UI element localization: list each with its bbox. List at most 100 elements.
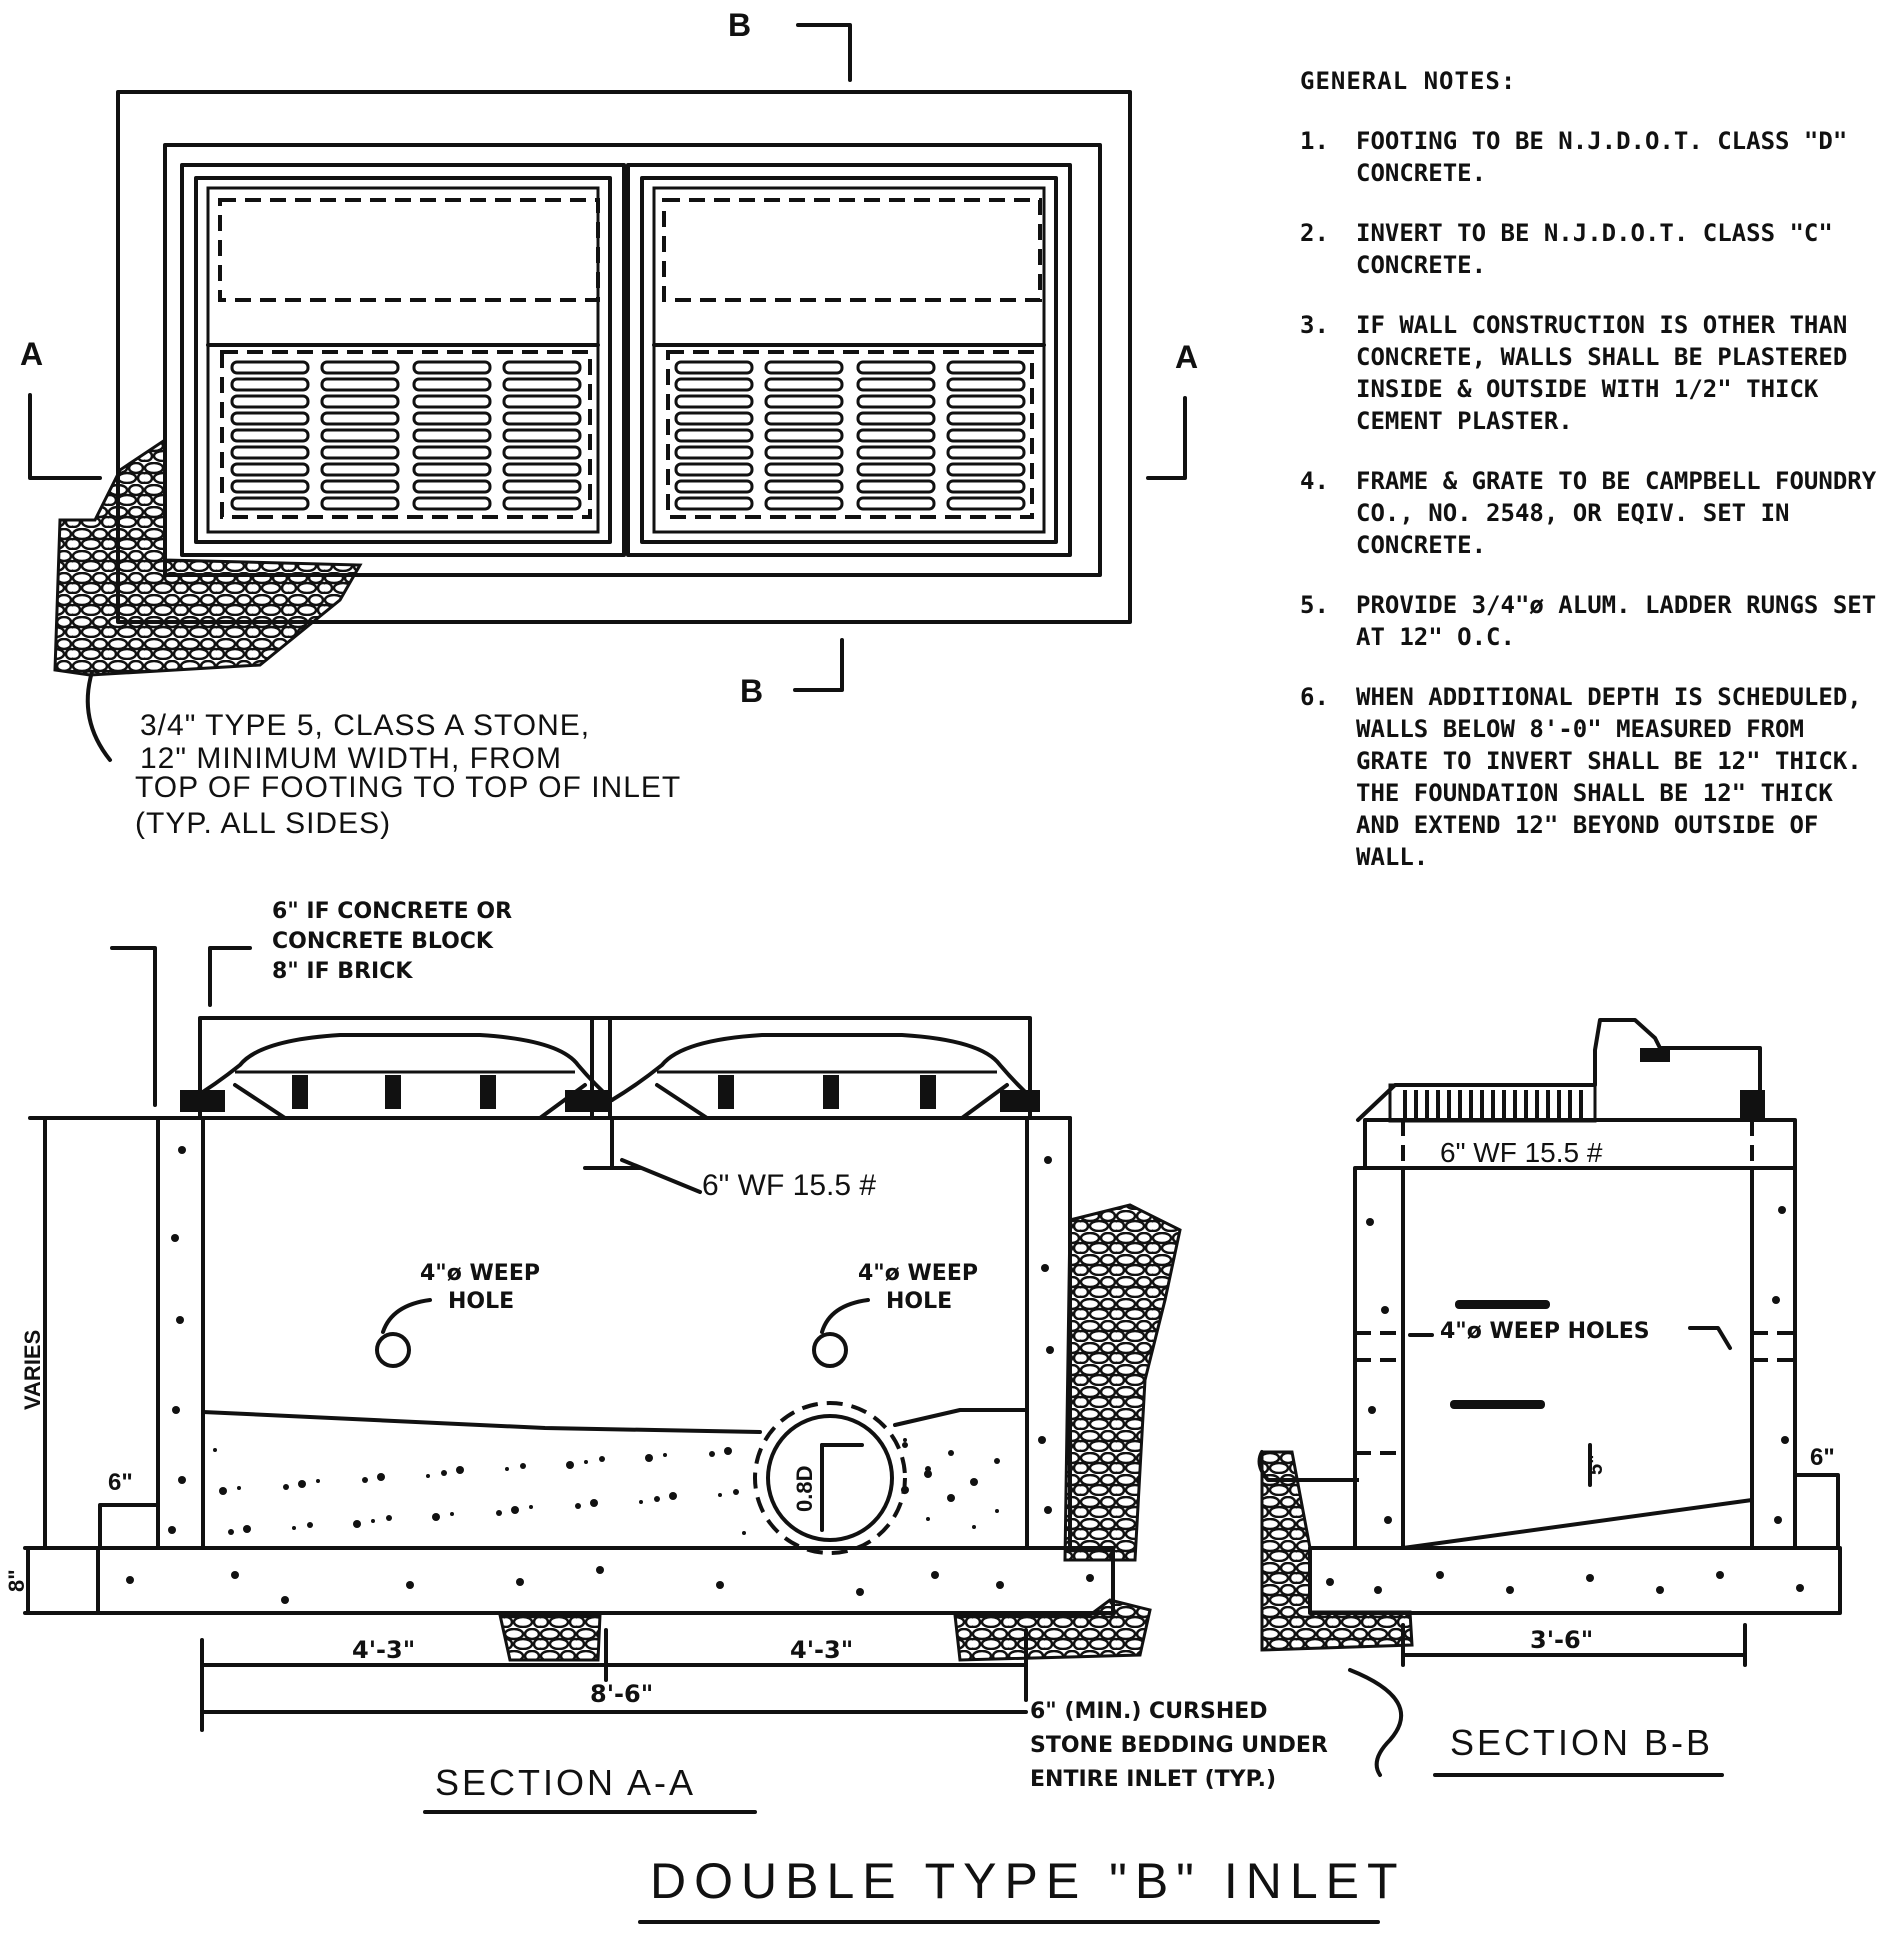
aa-section-label: SECTION A-A bbox=[435, 1762, 696, 1803]
aggregate-dot bbox=[1384, 1516, 1392, 1524]
aggregate-dot bbox=[307, 1522, 313, 1528]
aggregate-dot bbox=[742, 1531, 746, 1535]
aggregate-dot bbox=[456, 1466, 464, 1474]
grate-slot bbox=[674, 360, 754, 375]
aggregate-dot bbox=[496, 1510, 502, 1516]
aggregate-dot bbox=[178, 1476, 186, 1484]
grate-slot bbox=[320, 377, 400, 392]
grate-slot bbox=[412, 377, 492, 392]
aggregate-dot bbox=[176, 1316, 184, 1324]
note-item: 5.PROVIDE 3/4"ø ALUM. LADDER RUNGS SET A… bbox=[1300, 591, 1877, 651]
aggregate-dot bbox=[1381, 1306, 1389, 1314]
grate-slot bbox=[502, 479, 582, 494]
grate-slot bbox=[320, 479, 400, 494]
aggregate-dot bbox=[994, 1458, 1000, 1464]
section-mark-b-bottom: B bbox=[740, 638, 844, 709]
aggregate-dot bbox=[669, 1492, 677, 1500]
aggregate-dot bbox=[645, 1454, 653, 1462]
aa-right-wall bbox=[1025, 1116, 1072, 1550]
aggregate-dot bbox=[584, 1460, 588, 1464]
section-mark-b-top: B bbox=[728, 7, 852, 82]
aggregate-dot bbox=[1796, 1584, 1804, 1592]
stone-note: 3/4" TYPE 5, CLASS A STONE, 12" MINIMUM … bbox=[135, 709, 690, 840]
section-mark-a-left: A bbox=[20, 336, 102, 480]
grate-slot bbox=[674, 496, 754, 511]
aggregate-dot bbox=[516, 1578, 524, 1586]
aggregate-dot bbox=[1374, 1586, 1382, 1594]
aa-bedding-note: 6" (MIN.) CURSHED STONE BEDDING UNDER EN… bbox=[1030, 1699, 1335, 1792]
grate-slot bbox=[412, 394, 492, 409]
aggregate-dot bbox=[1716, 1571, 1724, 1579]
aggregate-dot bbox=[926, 1517, 930, 1521]
grate-slot bbox=[230, 428, 310, 443]
aggregate-dot bbox=[426, 1474, 430, 1478]
aggregate-dot bbox=[219, 1487, 227, 1495]
aggregate-dot bbox=[972, 1525, 976, 1529]
grate-slot bbox=[320, 360, 400, 375]
bb-weep-slot-upper bbox=[1455, 1300, 1550, 1309]
grate-slot bbox=[412, 462, 492, 477]
aggregate-dot bbox=[178, 1146, 186, 1154]
note-item: 4.FRAME & GRATE TO BE CAMPBELL FOUNDRY C… bbox=[1300, 467, 1877, 559]
aggregate-dot bbox=[371, 1519, 375, 1523]
aa-dim-8: 8" bbox=[4, 1569, 29, 1592]
section-aa: 0.8D 4"ø WEEP HOLE 4"ø WEEP HOLE 6" WF 1… bbox=[4, 899, 1403, 1814]
grate-slot bbox=[764, 479, 844, 494]
grate-slot bbox=[412, 411, 492, 426]
bb-footing-dots bbox=[1326, 1571, 1804, 1594]
aggregate-dot bbox=[292, 1526, 296, 1530]
grate-slot bbox=[230, 360, 310, 375]
aa-varies-label: VARIES bbox=[20, 1330, 45, 1410]
grate-slot bbox=[946, 377, 1026, 392]
aggregate-dot bbox=[1368, 1406, 1376, 1414]
aa-side-stone bbox=[1063, 1203, 1182, 1562]
grate-slot bbox=[502, 445, 582, 460]
aggregate-dot bbox=[231, 1571, 239, 1579]
grate-slot bbox=[946, 496, 1026, 511]
aggregate-dot bbox=[450, 1512, 454, 1516]
aggregate-dot bbox=[575, 1503, 581, 1509]
grate-slot bbox=[412, 445, 492, 460]
grate-slot bbox=[230, 462, 310, 477]
aggregate-dot bbox=[970, 1478, 978, 1486]
aggregate-dot bbox=[406, 1581, 414, 1589]
bb-top-slab bbox=[1363, 1118, 1797, 1170]
grate-slot bbox=[764, 360, 844, 375]
note-item: 6.WHEN ADDITIONAL DEPTH IS SCHEDULED, WA… bbox=[1300, 683, 1862, 871]
grate-slot bbox=[856, 445, 936, 460]
section-mark-b-bottom-label: B bbox=[740, 673, 763, 709]
plan-outer-slab bbox=[116, 90, 1132, 624]
aggregate-dot bbox=[283, 1484, 289, 1490]
aa-invert bbox=[201, 1410, 762, 1434]
grate-slot bbox=[320, 496, 400, 511]
aggregate-dot bbox=[947, 1494, 955, 1502]
aggregate-dot bbox=[996, 1581, 1004, 1589]
bb-grate-hatch bbox=[1403, 1090, 1583, 1118]
grate-slot bbox=[856, 377, 936, 392]
grate-slot bbox=[230, 479, 310, 494]
section-bb: 6" WF 15.5 # 4"ø WEEP HOLES 5" 6" 3'-6 bbox=[1257, 1018, 1842, 1777]
drawing-title: DOUBLE TYPE "B" INLET bbox=[650, 1853, 1406, 1909]
grate-slot bbox=[412, 360, 492, 375]
aa-dim-left: 4'-3" bbox=[352, 1636, 415, 1664]
plan-left-frame bbox=[180, 163, 626, 557]
section-mark-a-right: A bbox=[1146, 339, 1198, 480]
grate-slot bbox=[674, 479, 754, 494]
grate-slot bbox=[230, 394, 310, 409]
note-item: 3.IF WALL CONSTRUCTION IS OTHER THAN CON… bbox=[1300, 311, 1848, 435]
grate-slot bbox=[764, 496, 844, 511]
grate-slot bbox=[502, 411, 582, 426]
grate-slot bbox=[856, 496, 936, 511]
aggregate-dot bbox=[1772, 1296, 1780, 1304]
aggregate-dot bbox=[353, 1520, 361, 1528]
section-mark-a-right-label: A bbox=[1175, 339, 1198, 375]
aa-wall-note: 6" IF CONCRETE OR CONCRETE BLOCK 8" IF B… bbox=[272, 899, 520, 984]
grate-slot bbox=[412, 428, 492, 443]
plan-right-grate bbox=[674, 360, 1026, 511]
aggregate-dot bbox=[511, 1506, 519, 1514]
grate-slot bbox=[674, 445, 754, 460]
aa-invert-dots bbox=[213, 1438, 1000, 1535]
aggregate-dot bbox=[1044, 1506, 1052, 1514]
note-item: 1.FOOTING TO BE N.J.D.O.T. CLASS "D" CON… bbox=[1300, 127, 1848, 187]
aggregate-dot bbox=[213, 1448, 217, 1452]
